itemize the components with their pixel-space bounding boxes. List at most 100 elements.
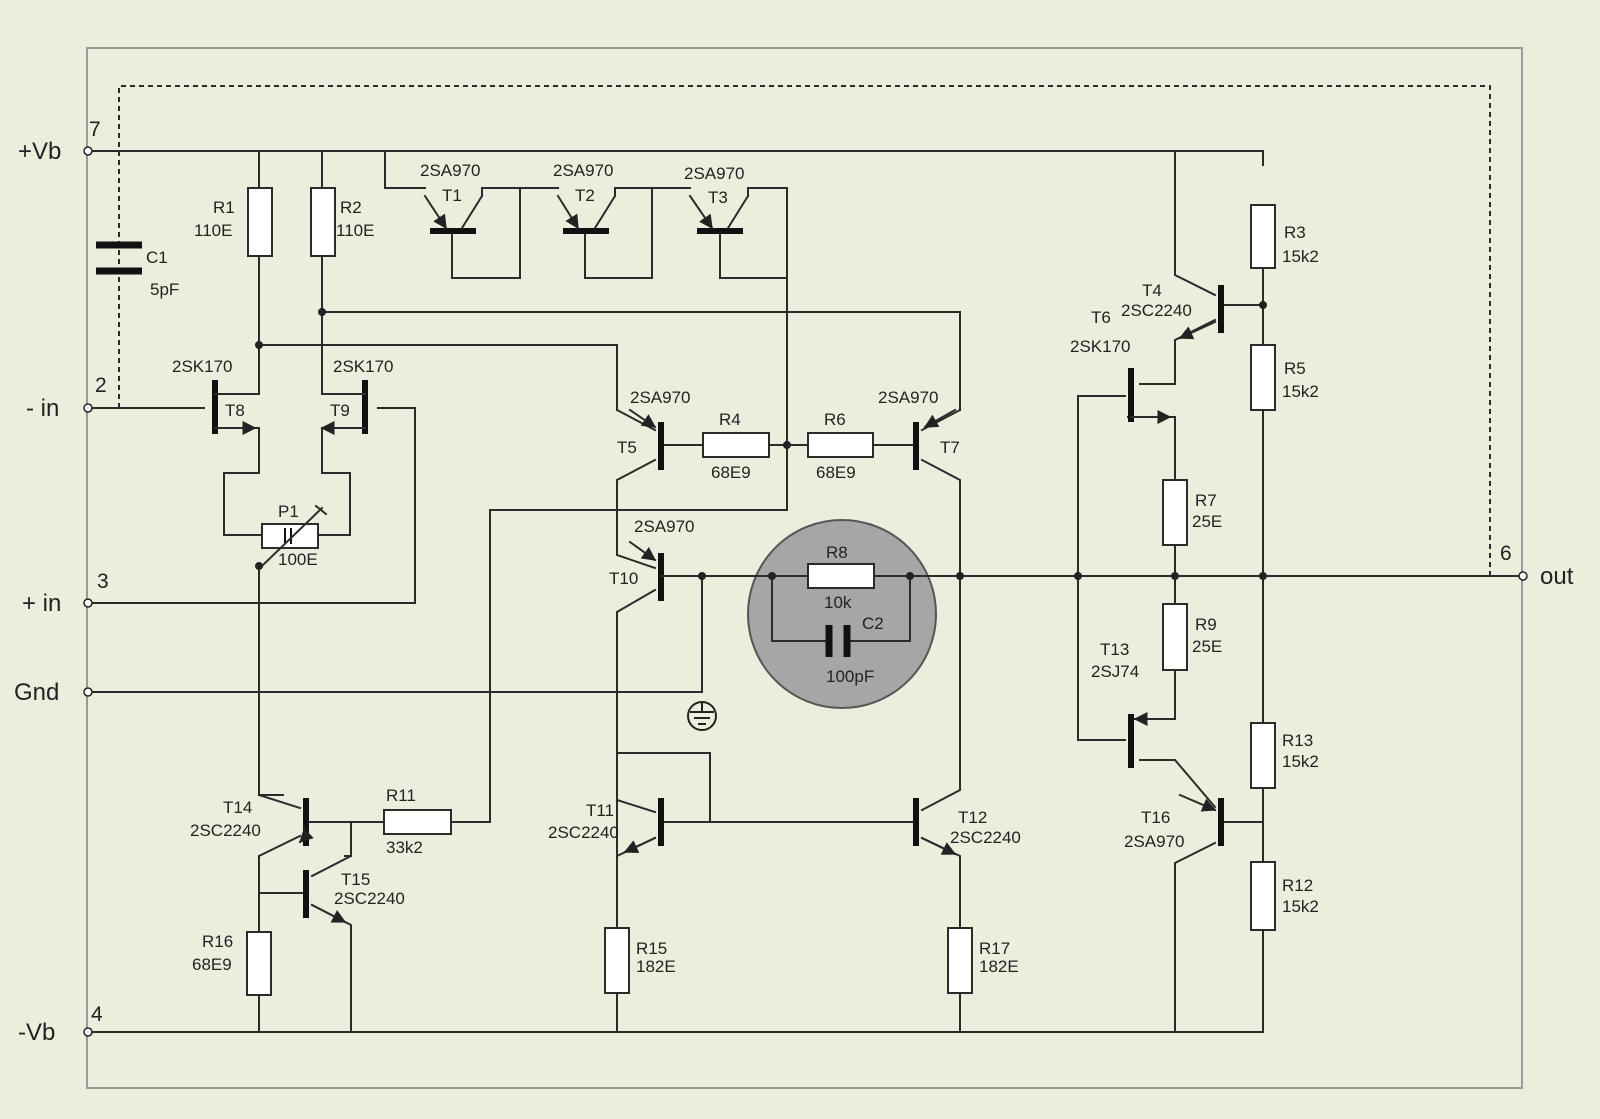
p1-value: 100E: [278, 550, 318, 569]
t1-ref: T1: [442, 186, 462, 205]
out-pin: 6: [1500, 542, 1512, 565]
c2-value: 100pF: [826, 667, 874, 686]
resistor-r8: [807, 563, 875, 589]
t12-ref: T12: [958, 808, 987, 827]
bjt-t3: [688, 187, 788, 234]
r7-ref: R7: [1195, 491, 1217, 510]
resistor-r11: [383, 809, 452, 835]
t2-ref: T2: [575, 186, 595, 205]
t6-part: 2SK170: [1070, 337, 1131, 356]
t11-part: 2SC2240: [548, 823, 619, 842]
trimmer-p1: [260, 504, 328, 568]
terminal-pins: [83, 146, 1528, 1037]
t3-part: 2SA970: [684, 164, 745, 183]
t5-part: 2SA970: [630, 388, 691, 407]
r2-value: 110E: [336, 221, 374, 240]
resistor-r3: [1250, 204, 1276, 269]
t11-ref: T11: [586, 801, 614, 820]
t4-part: 2SC2240: [1121, 301, 1192, 320]
r5-value: 15k2: [1282, 382, 1319, 401]
r4-value: 68E9: [711, 463, 751, 482]
t8-ref: T8: [225, 401, 245, 420]
t16-part: 2SA970: [1124, 832, 1185, 851]
resistor-r4: [702, 432, 770, 458]
resistor-r6: [807, 432, 874, 458]
r9-ref: R9: [1195, 615, 1217, 634]
r15-ref: R15: [636, 939, 667, 958]
resistor-r9: [1162, 603, 1188, 671]
feedback-dashed-wire: [118, 85, 1491, 576]
t5-ref: T5: [617, 438, 637, 457]
junction-dots: [255, 301, 1267, 580]
resistor-r13: [1250, 722, 1276, 789]
t7-part: 2SA970: [878, 388, 939, 407]
resistor-r16: [246, 931, 272, 996]
bjt-t1: [423, 187, 521, 234]
jfet-t8: [212, 380, 257, 435]
t6-ref: T6: [1091, 308, 1111, 327]
capacitor-c1: C1 5pF: [96, 241, 179, 299]
t12-part: 2SC2240: [950, 828, 1021, 847]
t3-ref: T3: [708, 188, 728, 207]
t9-ref: T9: [330, 401, 350, 420]
c1-ref: C1: [146, 248, 168, 267]
output-stage-wires: [1077, 150, 1264, 1033]
r13-ref: R13: [1282, 731, 1313, 750]
r16-ref: R16: [202, 932, 233, 951]
resistor-r17: [947, 927, 973, 994]
vplus-label: +Vb: [18, 138, 61, 165]
vminus-label: -Vb: [18, 1019, 55, 1046]
r8-ref: R8: [826, 543, 848, 562]
inv-input-pin: 2: [95, 374, 107, 397]
t14-t15-wires: [257, 793, 385, 1033]
r9-value: 25E: [1192, 637, 1222, 656]
r15-value: 182E: [636, 957, 676, 976]
r1-ref: R1: [213, 198, 235, 217]
t4-ref: T4: [1142, 281, 1162, 300]
t15-part: 2SC2240: [334, 889, 405, 908]
resistor-r15: [604, 927, 630, 994]
r8-value: 10k: [824, 593, 852, 612]
p1-ref: P1: [278, 502, 299, 521]
t14-part: 2SC2240: [190, 821, 261, 840]
inv-input-label: - in: [26, 395, 59, 422]
r16-value: 68E9: [192, 955, 232, 974]
noninv-input-pin: 3: [97, 570, 109, 593]
r2-ref: R2: [340, 198, 362, 217]
t9-part: 2SK170: [333, 357, 394, 376]
resistor-r12: [1250, 861, 1276, 931]
r12-ref: R12: [1282, 876, 1313, 895]
r5-ref: R5: [1284, 359, 1306, 378]
t13-ref: T13: [1100, 640, 1129, 659]
r11-value: 33k2: [386, 838, 423, 857]
t15-ref: T15: [341, 870, 370, 889]
frame-border: [86, 47, 1523, 1089]
t2-part: 2SA970: [553, 161, 614, 180]
vplus-pin: 7: [89, 118, 101, 141]
r17-value: 182E: [979, 957, 1019, 976]
r13-value: 15k2: [1282, 752, 1319, 771]
t14-ref: T14: [223, 798, 252, 817]
c2-ref: C2: [862, 614, 884, 633]
resistor-r5: [1250, 344, 1276, 411]
noninv-input-label: + in: [22, 590, 61, 617]
t10-ref: T10: [609, 569, 638, 588]
t8-part: 2SK170: [172, 357, 233, 376]
mirror-wires: [384, 150, 788, 823]
highlight-disc: [747, 519, 937, 709]
t13-part: 2SJ74: [1091, 662, 1139, 681]
r1-value: 110E: [194, 221, 232, 240]
t1-part: 2SA970: [420, 161, 481, 180]
r6-value: 68E9: [816, 463, 856, 482]
t16-ref: T16: [1141, 808, 1170, 827]
c1-value: 5pF: [150, 280, 179, 299]
r12-value: 15k2: [1282, 897, 1319, 916]
resistor-r7: [1162, 479, 1188, 546]
jfet-t9: [320, 380, 368, 435]
gnd-label: Gnd: [14, 679, 59, 706]
t11-t12-wires: [615, 752, 961, 1033]
t10-part: 2SA970: [634, 517, 695, 536]
resistor-r1: [247, 187, 273, 257]
vminus-pin: 4: [91, 1003, 103, 1026]
